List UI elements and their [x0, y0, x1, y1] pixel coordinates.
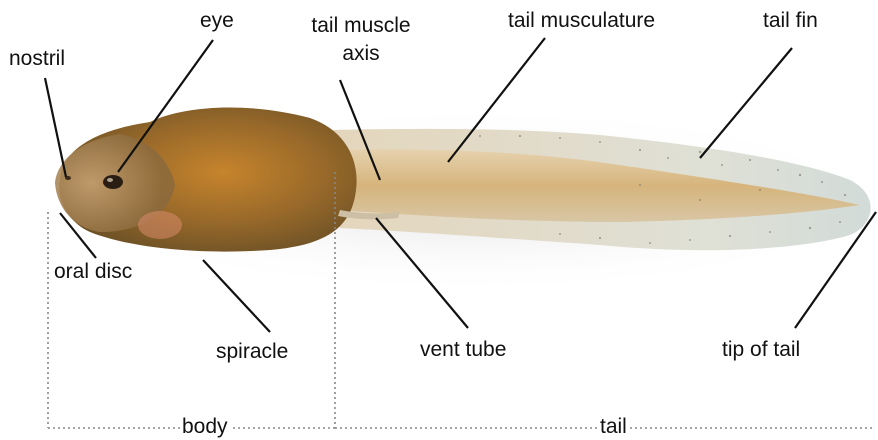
label-tip-of-tail: tip of tail [722, 338, 800, 362]
region-label-body: body [180, 416, 230, 438]
nostril-pointer [45, 78, 66, 177]
eye-shape [103, 175, 123, 189]
region-label-tail: tail [598, 416, 629, 438]
label-eye: eye [200, 9, 234, 33]
label-vent-tube: vent tube [420, 338, 506, 362]
gill-patch [138, 211, 182, 239]
eye-highlight [107, 178, 113, 182]
label-tail-fin: tail fin [763, 9, 818, 33]
label-spiracle: spiracle [216, 340, 288, 364]
label-tail-muscle-axis-line2: axis [296, 42, 426, 66]
label-oral-disc: oral disc [54, 260, 132, 284]
label-tail-muscle-axis-line1: tail muscle [296, 14, 426, 38]
label-tail-muscle-axis: tail muscle axis [296, 14, 426, 66]
label-nostril: nostril [9, 47, 65, 71]
label-tail-musculature: tail musculature [508, 9, 655, 33]
